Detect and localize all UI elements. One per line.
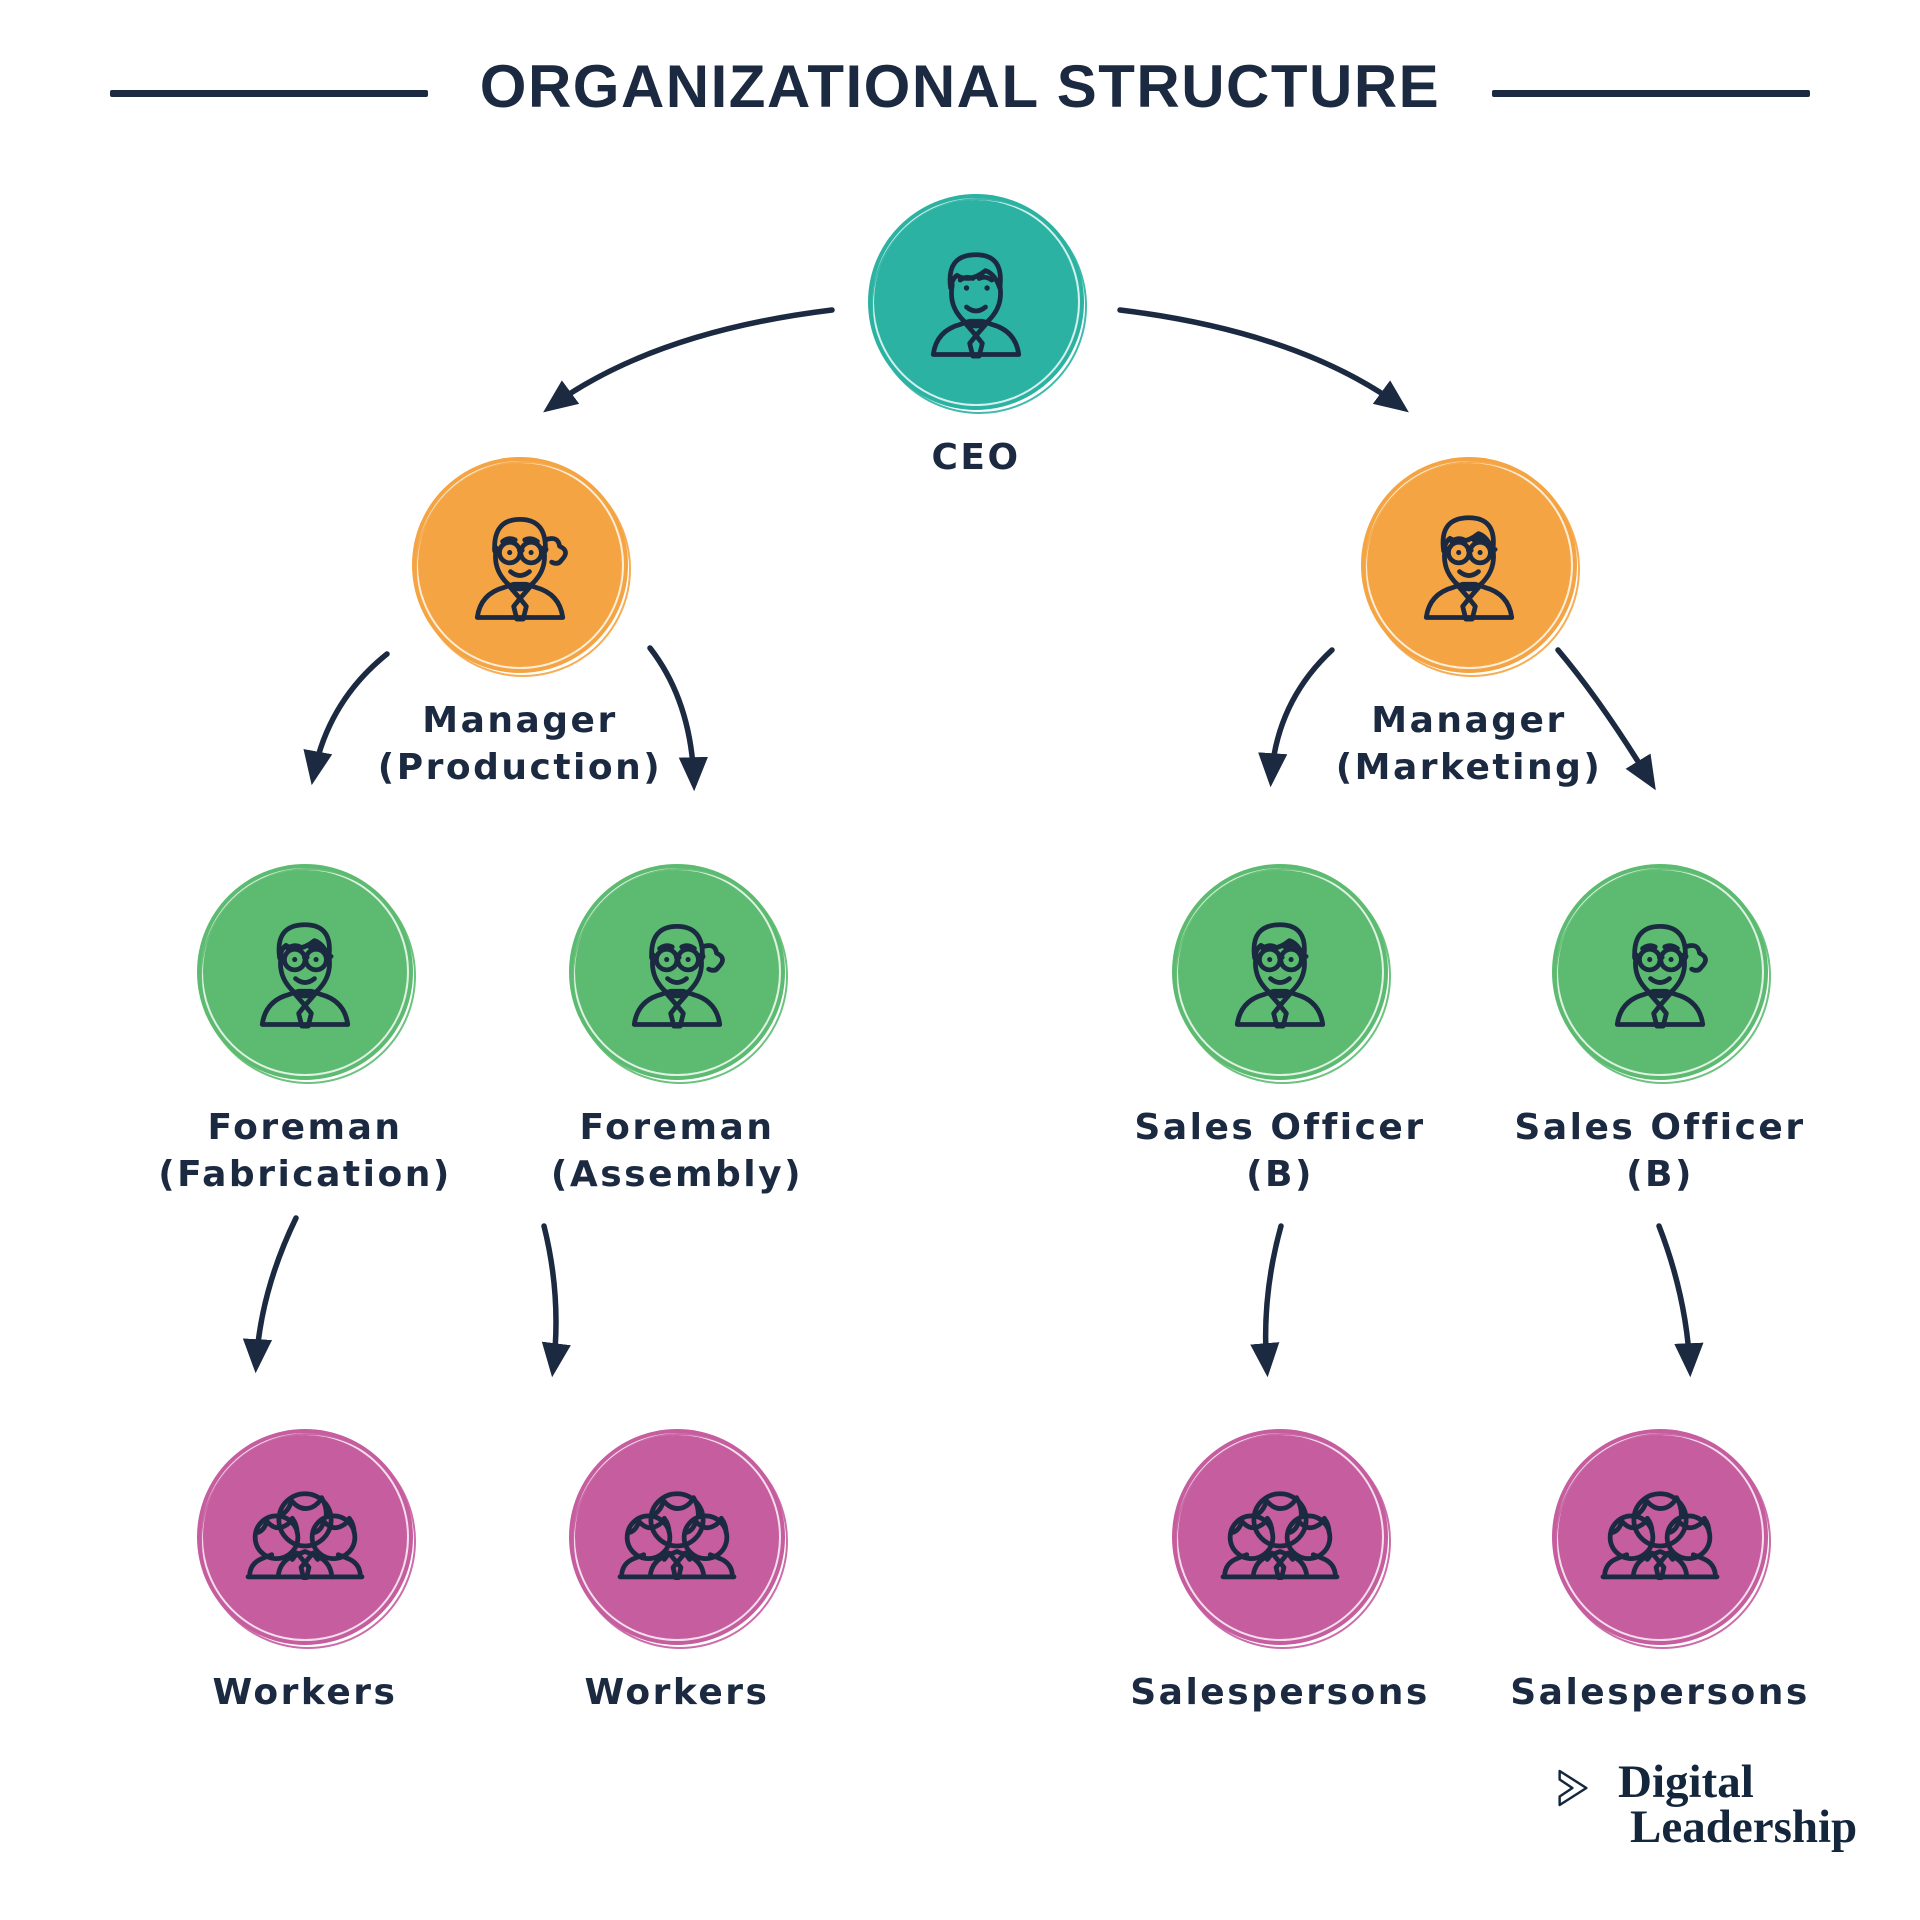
man-glasses-icon: [229, 901, 381, 1053]
chevron-right-icon: [1558, 1769, 1588, 1807]
node-label: Salespersons: [1510, 1672, 1810, 1713]
node-circle: [197, 864, 413, 1080]
node-label: Foreman(Assembly): [550, 1107, 804, 1195]
man-icon: [900, 231, 1052, 383]
node-workers-2: Workers: [507, 1429, 847, 1716]
node-circle: [1552, 864, 1768, 1080]
people-group-icon: [1584, 1466, 1736, 1618]
node-sales-officer-b1: Sales Officer(B): [1110, 864, 1450, 1198]
node-label: Sales Officer(B): [1514, 1107, 1806, 1195]
person-glasses-bun-icon: [444, 494, 596, 646]
page-title: ORGANIZATIONAL STRUCTURE: [479, 53, 1441, 120]
arrow-ceo-to-manager-production: [543, 307, 835, 413]
node-sales-officer-b2: Sales Officer(B): [1490, 864, 1830, 1198]
node-circle: [569, 1429, 785, 1645]
node-circle: [1172, 1429, 1388, 1645]
people-group-icon: [229, 1466, 381, 1618]
node-label: Manager(Production): [377, 700, 663, 788]
node-circle: [1361, 457, 1577, 673]
node-foreman-fabrication: Foreman(Fabrication): [135, 864, 475, 1198]
node-label: Foreman(Fabrication): [158, 1107, 452, 1195]
node-circle: [569, 864, 785, 1080]
node-circle: [1552, 1429, 1768, 1645]
logo-line-2: Leadership: [1630, 1801, 1858, 1853]
node-label: Sales Officer(B): [1134, 1107, 1426, 1195]
man-glasses-icon: [1393, 494, 1545, 646]
title-rule-left: [109, 90, 428, 97]
header: ORGANIZATIONAL STRUCTURE: [0, 52, 1920, 121]
node-ceo: CEO: [806, 194, 1146, 481]
node-circle: [412, 457, 628, 673]
person-glasses-bun-icon: [1584, 901, 1736, 1053]
node-circle: [868, 194, 1084, 410]
node-label: Workers: [212, 1672, 398, 1713]
node-label: Workers: [584, 1672, 770, 1713]
man-glasses-icon: [1204, 901, 1356, 1053]
node-label: Manager(Marketing): [1335, 700, 1603, 788]
node-workers-1: Workers: [135, 1429, 475, 1716]
arrow-ceo-to-manager-marketing: [1117, 307, 1409, 413]
node-label: Salespersons: [1130, 1672, 1430, 1713]
digital-leadership-logo: Digital Leadership: [1556, 1756, 1858, 1853]
logo-wordmark: Digital Leadership: [1618, 1756, 1858, 1853]
node-manager-marketing: Manager(Marketing): [1299, 457, 1639, 791]
node-circle: [1172, 864, 1388, 1080]
node-circle: [197, 1429, 413, 1645]
node-salespersons-2: Salespersons: [1490, 1429, 1830, 1716]
people-group-icon: [601, 1466, 753, 1618]
node-manager-production: Manager(Production): [350, 457, 690, 791]
node-label: CEO: [931, 437, 1021, 478]
title-rule-right: [1492, 90, 1811, 97]
arrow-sales-officer-2-to-salespersons-2: [1656, 1223, 1704, 1378]
logo-line-1: Digital: [1618, 1756, 1754, 1808]
person-glasses-bun-icon: [601, 901, 753, 1053]
node-foreman-assembly: Foreman(Assembly): [507, 864, 847, 1198]
people-group-icon: [1204, 1466, 1356, 1618]
arrow-assembly-to-workers-2: [541, 1223, 571, 1378]
node-salespersons-1: Salespersons: [1110, 1429, 1450, 1716]
arrow-fabrication-to-workers-1: [242, 1215, 299, 1374]
arrow-sales-officer-1-to-salespersons-1: [1250, 1223, 1284, 1378]
